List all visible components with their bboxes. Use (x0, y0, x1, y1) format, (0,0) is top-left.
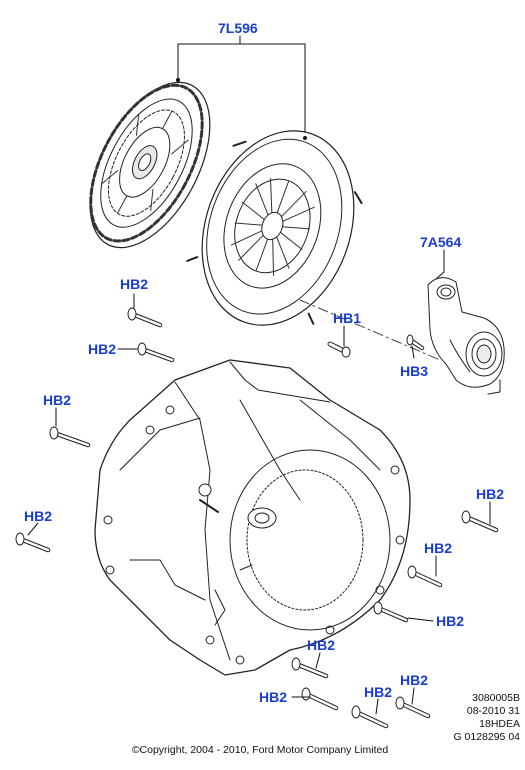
callout-hb2[interactable]: HB2 (476, 486, 505, 502)
callout-hb2[interactable]: HB2 (400, 672, 429, 688)
bolt-hb2-5 (461, 510, 499, 533)
pressure-plate (186, 130, 363, 326)
clutch-disc (89, 81, 211, 249)
bolt-hb2-9 (301, 687, 339, 711)
ref-date: 08-2010 31 (466, 705, 520, 717)
bolt-hb2-2 (137, 342, 175, 363)
callout-hb1[interactable]: HB1 (333, 310, 362, 326)
bolt-hb1 (327, 341, 351, 358)
copyright-notice: ©Copyright, 2004 - 2010, Ford Motor Comp… (131, 744, 389, 756)
callout-hb2[interactable]: HB2 (259, 689, 288, 705)
drawing-reference-block: 3080005B 08-2010 31 18HDEA G 0128295 04 (440, 692, 520, 744)
bolt-hb2-8 (291, 657, 329, 679)
release-bearing (427, 249, 505, 395)
callout-leaders (27, 293, 491, 715)
bolt-hb2-3 (49, 426, 91, 448)
bolt-hb2-11 (395, 696, 431, 719)
bolt-hb2-4 (15, 532, 51, 553)
callout-hb2[interactable]: HB2 (424, 540, 453, 556)
callout-hb3[interactable]: HB3 (400, 363, 429, 379)
ref-model: 18HDEA (479, 718, 520, 730)
bolt-hb2-10 (351, 705, 389, 729)
ref-number: G 0128295 04 (453, 731, 520, 743)
ref-code: 3080005B (472, 692, 520, 704)
callout-7a564[interactable]: 7A564 (420, 234, 462, 250)
bolt-hb2-7 (373, 601, 409, 623)
callout-hb2[interactable]: HB2 (120, 276, 149, 292)
leader-dot-disc (176, 78, 180, 82)
transmission-housing (94, 359, 411, 676)
callout-hb2[interactable]: HB2 (436, 613, 465, 629)
centerline (299, 299, 441, 361)
bolt-hb2-1 (127, 307, 163, 328)
callout-hb2[interactable]: HB2 (24, 508, 53, 524)
bolt-hb3 (406, 334, 425, 351)
callout-hb2[interactable]: HB2 (307, 637, 336, 653)
callout-hb2[interactable]: HB2 (88, 341, 117, 357)
leader-dot-plate (303, 136, 307, 140)
clutch-kit-leader (177, 35, 306, 139)
callout-hb2[interactable]: HB2 (364, 684, 393, 700)
bolt-hb2-6 (407, 565, 443, 588)
callout-7l596[interactable]: 7L596 (218, 20, 258, 36)
callout-hb2[interactable]: HB2 (43, 392, 72, 408)
